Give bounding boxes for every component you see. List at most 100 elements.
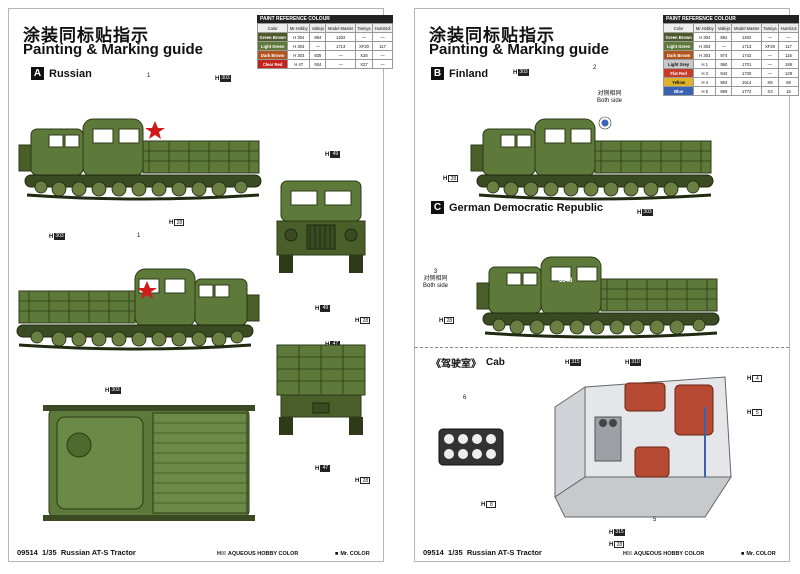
section-name: German Democratic Republic [449,201,604,214]
table-cell: — [760,68,780,78]
table-cell: 1402 [325,32,356,42]
table-cell: H 304 [287,32,311,42]
color-swatch-cell: Green Brown [662,32,695,42]
section-russian: A Russian [31,67,92,80]
table-cell: 69 [778,77,799,87]
color-swatch-cell: Light Green [662,41,695,51]
table-cell: — [778,32,799,42]
instrument-panel [438,428,504,466]
page-left: 涂装同标贴指示 Painting & Marking guide PAINT R… [8,8,393,562]
table-cell: X26 [354,50,374,60]
tractor-top-view [42,404,256,522]
section-letter: C [431,201,444,214]
table-cell: 884 [309,32,327,42]
table-cell: 116 [778,50,799,60]
tractor-side-view-b [469,116,715,201]
footer-brand-aqueous: H☒AQUEOUS HOBBY COLOR [623,551,705,557]
table-cell: — [715,41,733,51]
section-letter: A [31,67,44,80]
color-swatch-cell: Dark Brown [662,50,695,60]
section-letter: B [431,67,444,80]
table-cell: XF20 [760,41,780,51]
table-cell: — [372,50,393,60]
table-cell: H 47 [287,59,311,69]
page-title-cn: 涂装同标贴指示 [429,26,555,45]
paint-reference-caption: PAINT REFERENCE COLOUR [663,15,799,23]
page-title-cn: 涂装同标贴指示 [23,26,149,45]
tractor-side-view-a-other [15,267,261,351]
table-cell: — [325,50,356,60]
section-name: Russian [49,67,92,80]
table-cell: H 3 [693,68,717,78]
hull-number: 3348 [559,278,573,284]
table-cell: — [354,32,374,42]
table-cell: 943 [715,68,733,78]
section-name: Finland [449,67,489,80]
page-title-en: Painting & Marking guide [429,41,610,58]
table-cell: 1402 [731,32,762,42]
table-cell: 1701 [731,59,762,69]
color-swatch-cell: Blue [662,86,695,96]
table-cell: X8 [760,77,780,87]
footer-product: 09514 1/35 Russian AT-S Tractor [17,548,136,557]
callout-5: 5 [653,517,657,523]
table-cell: 884 [715,32,733,42]
tractor-rear-view [276,344,366,436]
table-cell: 899 [715,86,733,96]
tractor-front-view [276,180,366,274]
table-cell: — [760,59,780,69]
section-cab: 《驾驶室》Cab [431,357,505,370]
finland-roundel-icon [598,116,612,130]
color-swatch-cell: Light Green [256,41,289,51]
footer-brand-aqueous: H☒AQUEOUS HOBBY COLOR [217,551,299,557]
section-divider [415,347,789,348]
table-cell: 1730 [731,68,762,78]
table-cell: 15 [778,86,799,96]
table-cell: H 303 [693,41,717,51]
red-star-icon [137,281,157,299]
table-cell: — [372,32,393,42]
footer-product: 09514 1/35 Russian AT-S Tractor [423,548,542,557]
color-swatch-cell: Flat Red [662,68,695,78]
table-cell: X3 [760,86,780,96]
table-cell: 1514 [731,77,762,87]
color-swatch-cell: Dark Brown [256,50,289,60]
table-cell: XF20 [354,41,374,51]
table-cell: — [760,32,780,42]
table-cell: — [372,59,393,69]
table-cell: — [309,41,327,51]
table-cell: 186 [778,59,799,69]
table-cell: H 303 [287,41,311,51]
